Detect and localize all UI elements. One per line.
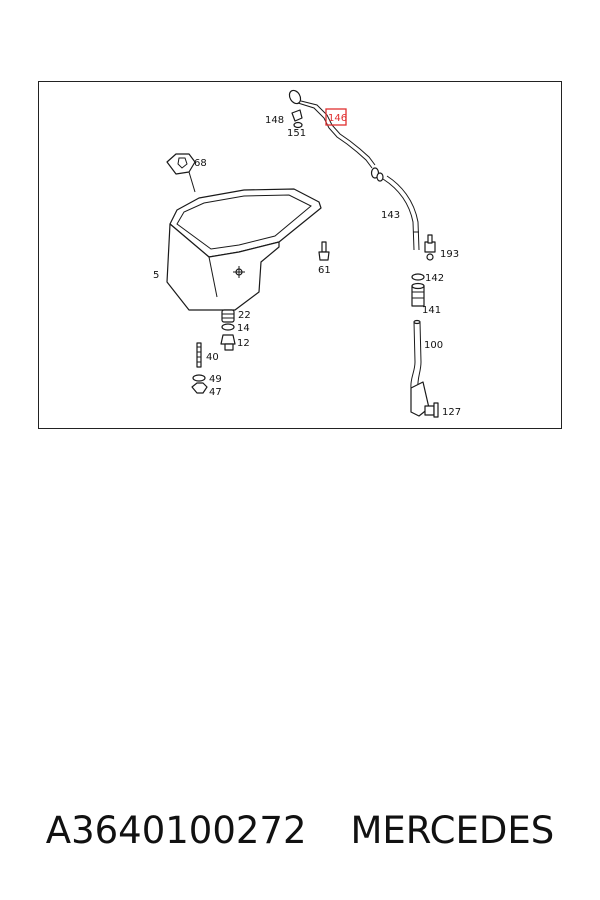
label-127: 127	[442, 407, 461, 418]
part-number: A3640100272	[45, 808, 307, 852]
highlight-box-146	[325, 108, 347, 126]
dipstick-146	[288, 89, 376, 169]
label-151: 151	[287, 128, 306, 139]
seal-151	[293, 121, 303, 129]
parts-diagram: 146 148 151 68 143 193 142 141 5 61 22 1…	[38, 81, 562, 429]
label-22: 22	[238, 310, 251, 321]
bolt-61	[318, 241, 330, 261]
washer-14	[221, 323, 235, 331]
label-143: 143	[381, 210, 400, 221]
cover-68	[166, 153, 196, 193]
label-68: 68	[194, 158, 207, 169]
plug-148	[291, 109, 303, 122]
bolt-127	[424, 402, 439, 418]
washer-49	[192, 374, 206, 382]
oil-pan-5	[166, 188, 322, 311]
label-12: 12	[237, 338, 250, 349]
bolt-193	[424, 234, 436, 261]
label-49: 49	[209, 374, 222, 385]
exploded-view-drawing: 146 148 151 68 143 193 142 141 5 61 22 1…	[153, 89, 461, 418]
label-193: 193	[440, 249, 459, 260]
tube-seal	[370, 167, 384, 182]
plug-22	[221, 309, 235, 323]
label-100: 100	[424, 340, 443, 351]
plug-12	[220, 334, 236, 351]
label-141: 141	[422, 305, 441, 316]
label-146: 146	[328, 113, 347, 124]
label-47: 47	[209, 387, 222, 398]
coupling-141	[411, 282, 425, 307]
part-caption: A3640100272 MERCEDES	[0, 800, 600, 860]
brand-name: MERCEDES	[350, 808, 555, 852]
label-61: 61	[318, 265, 331, 276]
guide-tube-143	[382, 175, 420, 251]
nut-47	[191, 382, 208, 394]
label-142: 142	[425, 273, 444, 284]
label-5: 5	[153, 270, 159, 281]
label-14: 14	[237, 323, 250, 334]
label-148: 148	[265, 115, 284, 126]
o-ring-142	[411, 273, 425, 281]
label-40: 40	[206, 352, 219, 363]
stud-40	[196, 342, 202, 368]
lower-tube-100	[410, 319, 430, 417]
